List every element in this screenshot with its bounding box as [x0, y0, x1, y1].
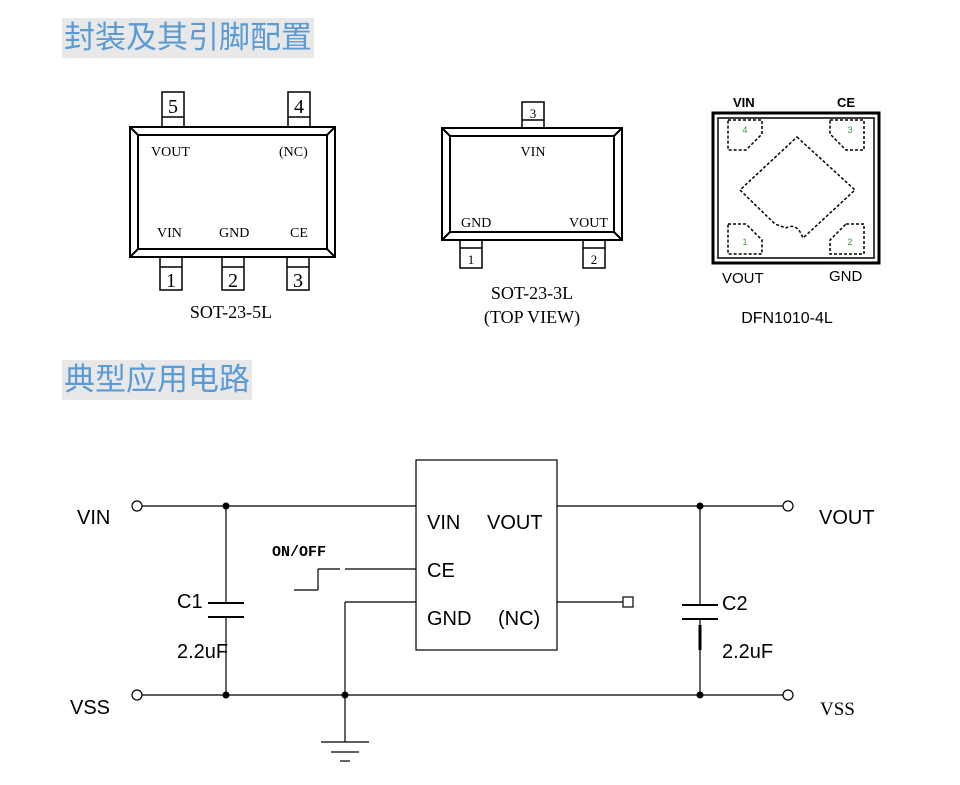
regulator-ic [415, 459, 558, 651]
dfn1010-pin4-number: 4 [742, 125, 747, 135]
sot23-5l-pin5 [161, 91, 185, 128]
ic-vin-pin-label: VIN [427, 512, 460, 534]
ic-ce-pin-label: CE [427, 560, 455, 582]
circuit-onoff-label: ON/OFF [272, 544, 326, 561]
circuit-vin-label: VIN [77, 507, 110, 529]
sot23-3l-pin3-number: 3 [530, 106, 537, 121]
sot23-3l-pin1 [459, 239, 483, 269]
circuit-vout-label: VOUT [819, 507, 875, 529]
circuit-c1-value: 2.2uF [177, 641, 228, 663]
sot23-5l-vin-label: VIN [157, 226, 182, 241]
vss-right-terminal [782, 689, 794, 701]
sot23-5l-pin2 [221, 256, 245, 291]
circuit-heading: 典型应用电路 [62, 360, 252, 400]
ic-vout-pin-label: VOUT [487, 512, 543, 534]
dfn1010-center-pad [738, 135, 857, 240]
sot23-3l-vin-label: VIN [521, 145, 546, 160]
sot23-5l-pin2-number: 2 [228, 270, 238, 292]
sot23-3l-vout-label: VOUT [569, 216, 608, 231]
sot23-3l-package [441, 101, 623, 269]
sot23-3l-pin3 [521, 101, 545, 129]
circuit-c1-label: C1 [177, 591, 203, 613]
vin-terminal [131, 500, 143, 512]
sot23-5l-pin4 [287, 91, 311, 128]
dfn1010-ce-label: CE [837, 95, 855, 110]
sot23-5l-nc-label: (NC) [279, 145, 308, 160]
ic-nc-pin-label: (NC) [498, 608, 540, 630]
sot23-3l-pin2 [582, 239, 606, 269]
circuit-c2-value: 2.2uF [722, 641, 773, 663]
circuit-vss-left-label: VSS [70, 697, 110, 719]
sot23-5l-pin3-number: 3 [293, 270, 303, 292]
circuit-c2-label: C2 [722, 593, 748, 615]
dfn1010-name: DFN1010-4L [741, 310, 833, 327]
sot23-5l-package [129, 91, 336, 291]
sot23-3l-gnd-label: GND [461, 216, 491, 231]
dfn1010-vout-label: VOUT [722, 270, 764, 287]
sot23-5l-name: SOT-23-5L [190, 302, 272, 322]
sot23-5l-pin4-number: 4 [294, 96, 304, 118]
sot23-3l-pin2-number: 2 [591, 252, 598, 267]
dfn1010-gnd-label: GND [829, 268, 863, 285]
nc-terminal [622, 596, 634, 608]
dfn1010-pad3 [829, 119, 865, 151]
circuit-vss-right-label: VSS [820, 699, 855, 720]
dfn1010-pin2-number: 2 [847, 237, 852, 247]
dfn1010-package [711, 111, 881, 265]
sot23-5l-gnd-label: GND [219, 226, 249, 241]
dfn1010-vin-label: VIN [733, 95, 755, 110]
dfn1010-pad1 [727, 223, 763, 255]
vout-terminal [782, 500, 794, 512]
application-circuit [131, 459, 794, 762]
sot23-5l-pin5-number: 5 [168, 96, 178, 118]
sot23-5l-ce-label: CE [290, 226, 308, 241]
dfn1010-pin1-number: 1 [742, 237, 747, 247]
vss-left-terminal [131, 689, 143, 701]
sot23-3l-subtitle: (TOP VIEW) [484, 307, 580, 328]
sot23-3l-name: SOT-23-3L [491, 283, 573, 303]
dfn1010-pin3-number: 3 [847, 125, 852, 135]
sot23-5l-pin1 [159, 256, 183, 291]
sot23-5l-vout-label: VOUT [151, 145, 190, 160]
dfn1010-pad2 [829, 223, 865, 255]
sot23-3l-pin1-number: 1 [468, 252, 475, 267]
ic-gnd-pin-label: GND [427, 608, 471, 630]
sot23-5l-pin3 [286, 256, 310, 291]
package-heading: 封装及其引脚配置 [62, 18, 314, 58]
sot23-5l-pin1-number: 1 [166, 270, 176, 292]
junction-dots [222, 502, 704, 699]
